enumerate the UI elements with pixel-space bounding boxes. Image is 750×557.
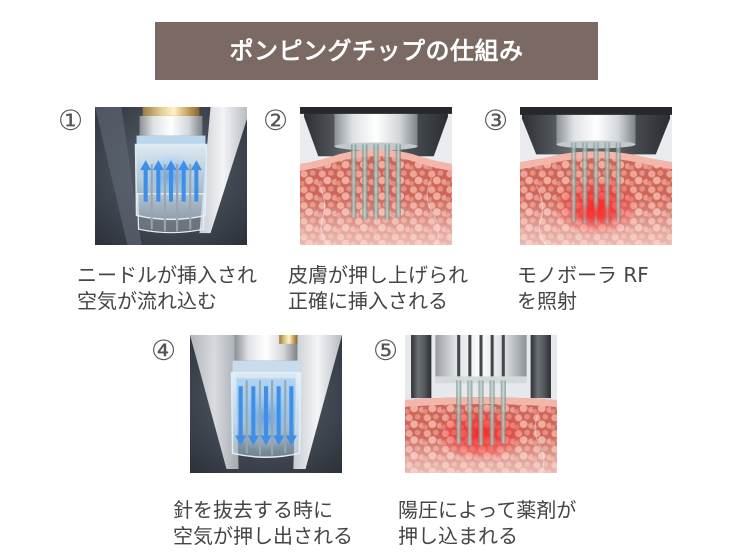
step-4-illustration: [190, 335, 342, 473]
step-5-caption-line-2: 押し込まれる: [398, 524, 518, 548]
needle: [395, 144, 401, 218]
needle: [582, 142, 588, 224]
arrow-down-icon: [247, 386, 259, 446]
step-3-number: ③: [483, 104, 509, 137]
step-1-caption-line-1: ニードルが挿入され: [77, 263, 257, 287]
device-housing-left: [411, 335, 432, 399]
step-2-caption: 皮膚が押し上げられ 正確に挿入される: [288, 262, 468, 314]
step-3-caption: モノボーラ RF を照射: [517, 262, 649, 314]
airflow-arrows: [140, 160, 202, 202]
tip-cylinder: [139, 115, 203, 136]
needle: [571, 142, 577, 222]
gold-band: [142, 107, 200, 116]
step-1-illustration: [95, 107, 247, 245]
device-housing-right: [530, 335, 551, 399]
arrow-up-icon: [152, 160, 164, 202]
needle-group: [571, 142, 621, 224]
step-3-caption-line-2: を照射: [517, 289, 577, 313]
needle: [467, 380, 473, 446]
step-1-number: ①: [58, 104, 84, 137]
needle: [456, 380, 462, 444]
step-1-caption: ニードルが挿入され 空気が流れ込む: [77, 262, 257, 314]
arrow-down-icon: [273, 386, 285, 446]
device-top-band: [300, 107, 452, 114]
needle: [489, 380, 495, 446]
skin-vessel: [317, 183, 329, 245]
step-5-illustration: [405, 335, 557, 473]
tip-face: [435, 376, 527, 384]
step-4-number: ④: [151, 334, 177, 367]
arrow-up-icon: [140, 160, 152, 202]
tip-cylinder: [556, 114, 636, 145]
step-4-caption-line-1: 針を抜去する時に: [173, 498, 333, 522]
step-3-illustration: [520, 107, 672, 245]
needle: [351, 144, 357, 218]
step-4-caption-line-2: 空気が押し出される: [173, 524, 353, 548]
step-1-caption-line-2: 空気が流れ込む: [77, 289, 217, 313]
arrow-up-icon: [165, 160, 177, 202]
tip-shell-left: [190, 335, 239, 470]
step-5-caption-line-1: 陽圧によって薬剤が: [398, 498, 577, 522]
needle: [478, 380, 484, 446]
gold-band: [279, 335, 298, 344]
arrow-down-icon: [235, 386, 247, 446]
title-banner: ポンピングチップの仕組み: [155, 22, 598, 80]
device-top-band: [520, 107, 672, 115]
needle: [384, 144, 390, 220]
tip-shell-right: [293, 335, 342, 470]
arrow-down-icon: [260, 386, 272, 446]
step-3-caption-line-1: モノボーラ RF: [517, 263, 649, 287]
skin-vessel: [535, 185, 547, 245]
needle-group: [456, 380, 506, 446]
rf-glow-core: [569, 201, 623, 226]
tip-ring: [136, 135, 206, 145]
skin-vessel: [534, 411, 545, 473]
needle: [593, 142, 599, 224]
tip-shell-right: [199, 107, 247, 234]
tip-ring: [232, 360, 300, 373]
airflow-arrows: [235, 386, 297, 446]
tip-shell-left: [95, 107, 142, 245]
arrow-up-icon: [190, 160, 202, 202]
arrow-up-icon: [178, 160, 190, 202]
needle-holders: [457, 335, 505, 377]
needle-group: [150, 164, 192, 232]
page-title: ポンピングチップの仕組み: [229, 37, 524, 65]
step-2-caption-line-1: 皮膚が押し上げられ: [288, 263, 468, 287]
step-5-caption: 陽圧によって薬剤が 押し込まれる: [398, 497, 576, 549]
needle: [373, 144, 379, 220]
needle: [500, 380, 506, 444]
step-4-caption: 針を抜去する時に 空気が押し出される: [173, 497, 353, 549]
tip-cylinder: [334, 113, 418, 147]
cup-lower: [136, 193, 206, 234]
needle: [604, 142, 610, 224]
step-2-number: ②: [263, 104, 289, 137]
needle-group: [245, 380, 287, 456]
skin-vessel: [426, 177, 439, 245]
needle-group: [351, 144, 401, 220]
step-5-number: ⑤: [373, 334, 399, 367]
step-2-illustration: [300, 107, 452, 245]
step-2-caption-line-2: 正確に挿入される: [288, 289, 448, 313]
arrow-down-icon: [285, 386, 297, 446]
needle: [362, 144, 368, 220]
needle: [615, 142, 621, 222]
